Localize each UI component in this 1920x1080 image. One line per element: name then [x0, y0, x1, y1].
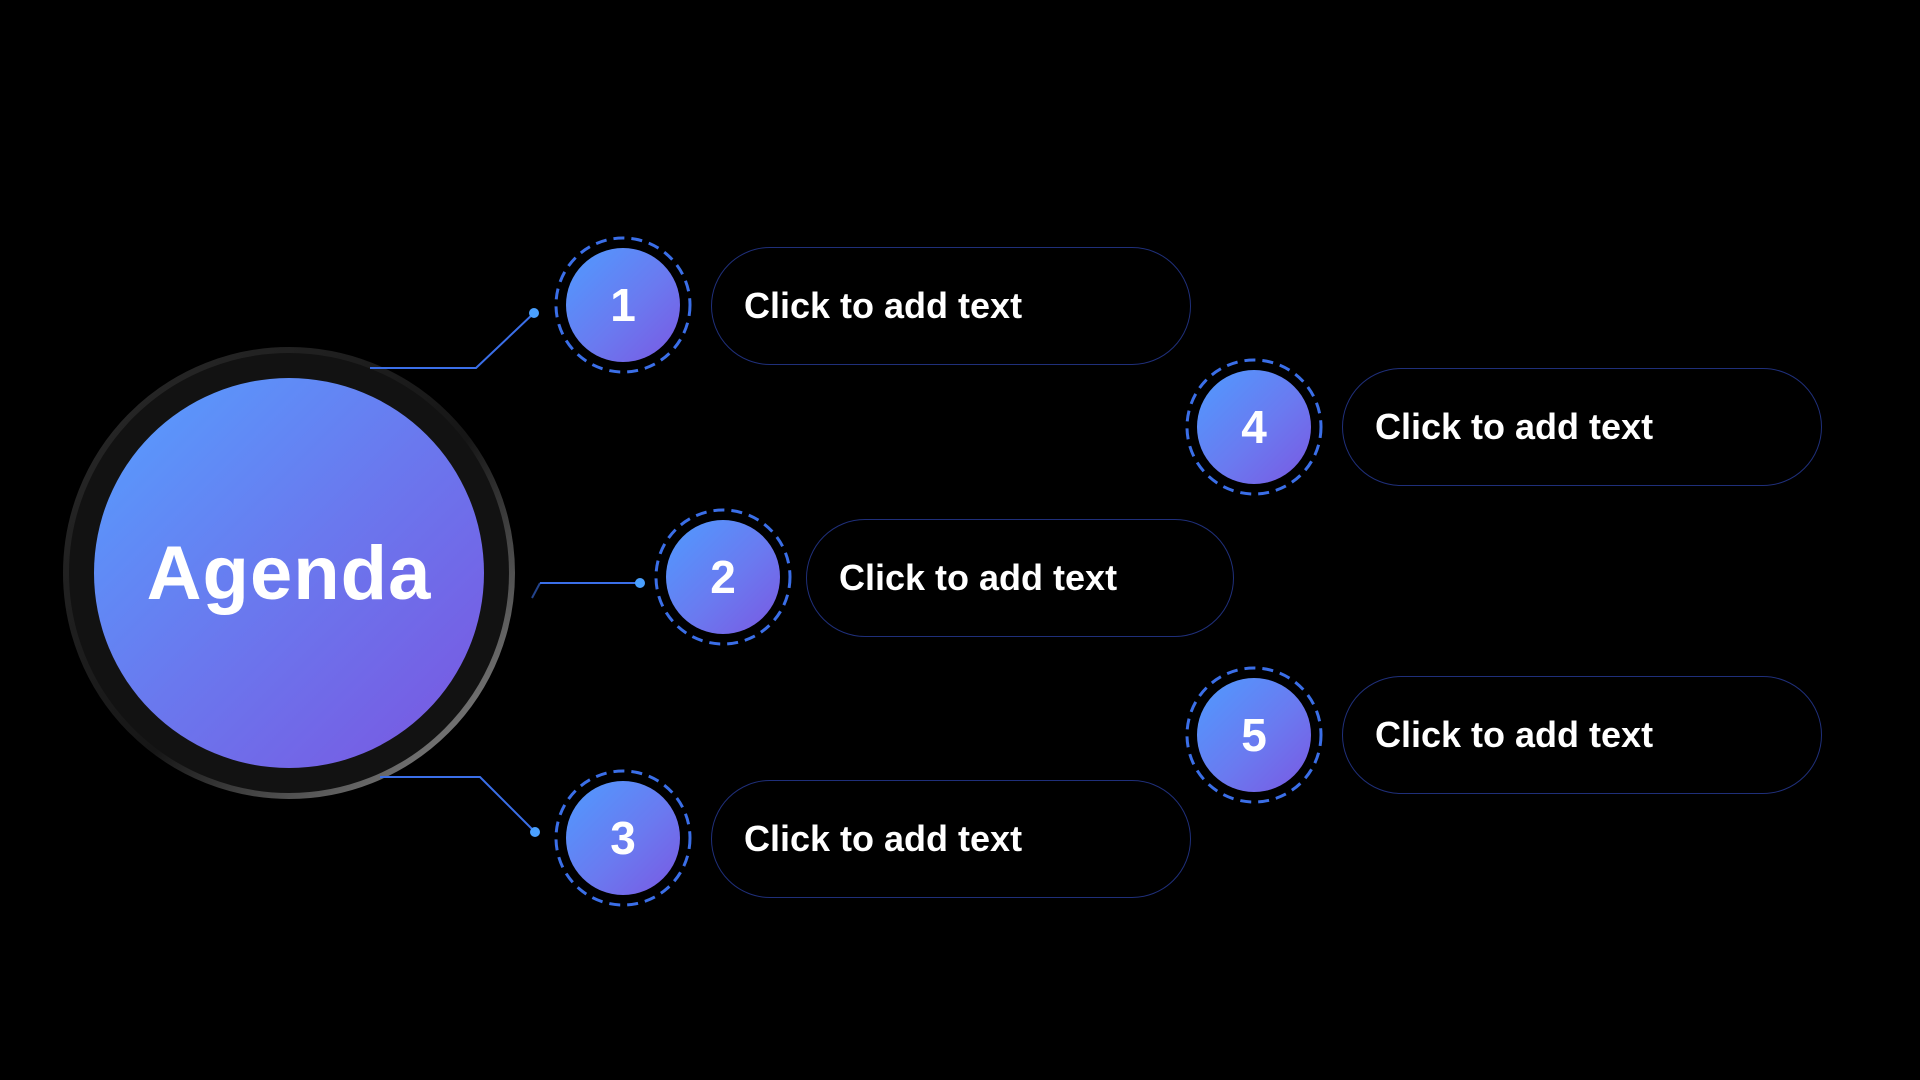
badge-ring-4 [1185, 358, 1323, 496]
item-text-1[interactable]: Click to add text [744, 285, 1023, 326]
connector-dot-1 [529, 308, 539, 318]
item-number-4: 4 [1241, 401, 1267, 453]
item-number-2: 2 [710, 551, 736, 603]
badge-ring-1 [554, 236, 692, 374]
connector-1 [370, 312, 535, 369]
agenda-hub-circle: Agenda [94, 378, 484, 768]
connector-dot-3 [530, 827, 540, 837]
item-badge-4: 4 [1197, 370, 1311, 484]
connector-3 [380, 776, 536, 833]
connector-2-bend [531, 582, 541, 599]
item-textbox-3[interactable]: Click to add text [711, 780, 1191, 898]
agenda-title[interactable]: Agenda [146, 530, 432, 616]
badge-ring-5 [1185, 666, 1323, 804]
item-badge-5: 5 [1197, 678, 1311, 792]
item-textbox-4[interactable]: Click to add text [1342, 368, 1822, 486]
item-badge-3: 3 [566, 781, 680, 895]
item-number-5: 5 [1241, 709, 1267, 761]
item-badge-1: 1 [566, 248, 680, 362]
item-number-3: 3 [610, 812, 636, 864]
item-textbox-1[interactable]: Click to add text [711, 247, 1191, 365]
item-text-2[interactable]: Click to add text [839, 557, 1118, 598]
badge-ring-2 [654, 508, 792, 646]
item-text-4[interactable]: Click to add text [1375, 406, 1654, 447]
item-textbox-5[interactable]: Click to add text [1342, 676, 1822, 794]
item-badge-2: 2 [666, 520, 780, 634]
item-text-3[interactable]: Click to add text [744, 818, 1023, 859]
item-number-1: 1 [610, 279, 636, 331]
item-text-5[interactable]: Click to add text [1375, 714, 1654, 755]
item-textbox-2[interactable]: Click to add text [806, 519, 1234, 637]
connector-dot-2 [635, 578, 645, 588]
badge-ring-3 [554, 769, 692, 907]
